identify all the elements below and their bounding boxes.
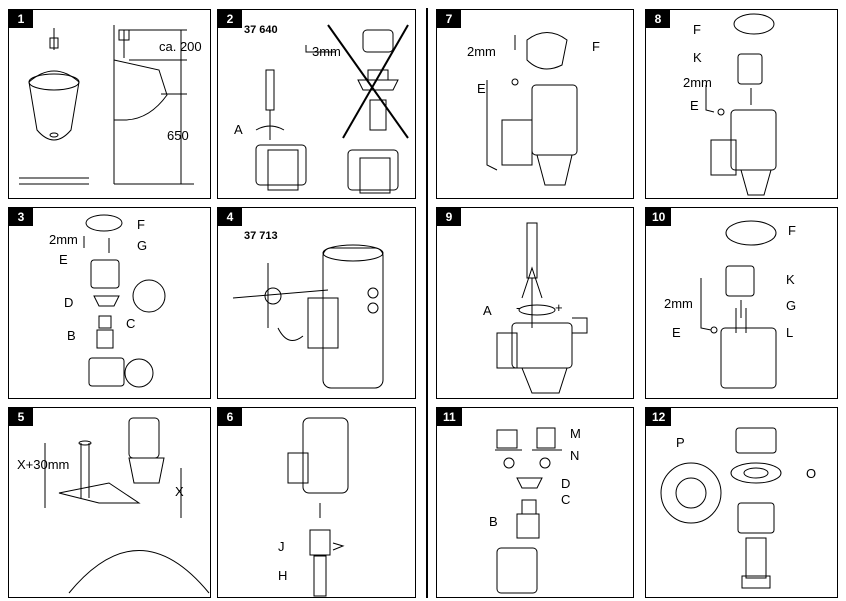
- step-panel-8: 8 F K 2mm E: [645, 9, 838, 199]
- step-panel-4: 4 37 713: [217, 207, 416, 399]
- step-number: 3: [9, 208, 33, 226]
- step-panel-1: 1 ca. 200 650: [8, 9, 211, 199]
- offset-label: X+30mm: [17, 457, 70, 472]
- part-label-e: E: [477, 81, 486, 96]
- dimension-top-label: ca. 200: [159, 39, 202, 54]
- tool-size-label: 2mm: [49, 232, 78, 247]
- part-label-b: B: [489, 514, 498, 529]
- part-label-a: A: [483, 303, 492, 318]
- part-label-m: M: [570, 426, 581, 441]
- part-label-f: F: [137, 217, 145, 232]
- measurement-drawing: [9, 408, 212, 599]
- step-number: 1: [9, 10, 33, 28]
- step-number: 8: [646, 10, 670, 28]
- part-label-c: C: [561, 492, 571, 507]
- part-label-f: F: [788, 223, 796, 238]
- adjustment-drawing: [437, 208, 635, 400]
- part-label-h: H: [278, 568, 288, 583]
- part-label-f: F: [592, 39, 600, 54]
- part-label-c: C: [126, 316, 136, 331]
- electronics-assembly-drawing: [646, 208, 839, 400]
- filter-assembly-drawing: [646, 408, 839, 599]
- step-number: 2: [218, 10, 242, 28]
- urinal-dimension-drawing: [9, 10, 212, 200]
- step-number: 9: [437, 208, 461, 226]
- part-label-k: K: [693, 50, 702, 65]
- step-number: 10: [646, 208, 672, 226]
- part-label-j: J: [278, 539, 285, 554]
- part-label-n: N: [570, 448, 580, 463]
- part-label-d: D: [64, 295, 74, 310]
- increase-sign: +: [555, 300, 563, 315]
- tool-size-label: 3mm: [312, 44, 341, 59]
- step-number: 11: [437, 408, 462, 426]
- step-panel-11: 11 M N D C B: [436, 407, 634, 598]
- step-panel-6: 6 J H: [217, 407, 416, 598]
- step-number: 5: [9, 408, 33, 426]
- step-panel-2: 2 37 640 3mm A: [217, 9, 416, 199]
- step-number: 7: [437, 10, 461, 28]
- tool-size-label: 2mm: [683, 75, 712, 90]
- cover-removal-drawing: [437, 10, 635, 200]
- step-panel-12: 12 P O: [645, 407, 838, 598]
- part-label-a: A: [234, 122, 243, 137]
- step-panel-7: 7 2mm F E: [436, 9, 634, 199]
- part-code: 37 713: [244, 230, 278, 242]
- part-label-l: L: [786, 325, 794, 340]
- tool-size-label: 2mm: [664, 296, 693, 311]
- part-label-d: D: [561, 476, 571, 491]
- step-number: 12: [646, 408, 672, 426]
- part-label-b: B: [67, 328, 76, 343]
- part-label-e: E: [59, 252, 68, 267]
- screwdriver-removal-drawing: [218, 10, 417, 200]
- battery-replacement-drawing: [646, 10, 839, 200]
- step-panel-3: 3 F 2mm G E D C B: [8, 207, 211, 399]
- step-number: 4: [218, 208, 242, 226]
- step-number: 6: [218, 408, 242, 426]
- part-label-g: G: [786, 298, 797, 313]
- dimension-bottom-label: 650: [167, 128, 189, 143]
- part-label-e: E: [672, 325, 681, 340]
- connection-drawing: [218, 408, 417, 599]
- distance-label: X: [175, 484, 184, 499]
- step-panel-9: 9 A - +: [436, 207, 634, 399]
- part-label-g: G: [137, 238, 148, 253]
- part-label-p: P: [676, 435, 685, 450]
- step-panel-5: 5 X+30mm X: [8, 407, 211, 598]
- installation-drawing: [218, 208, 417, 400]
- center-divider: [426, 8, 428, 598]
- step-panel-10: 10 F K 2mm G E L: [645, 207, 838, 399]
- exploded-assembly-drawing: [9, 208, 212, 400]
- part-code: 37 640: [244, 24, 278, 36]
- tool-size-label: 2mm: [467, 44, 496, 59]
- part-label-f: F: [693, 22, 701, 37]
- part-label-k: K: [786, 272, 795, 287]
- valve-exploded-drawing: [437, 408, 635, 599]
- part-label-o: O: [806, 466, 817, 481]
- decrease-sign: -: [516, 300, 521, 315]
- part-label-e: E: [690, 98, 699, 113]
